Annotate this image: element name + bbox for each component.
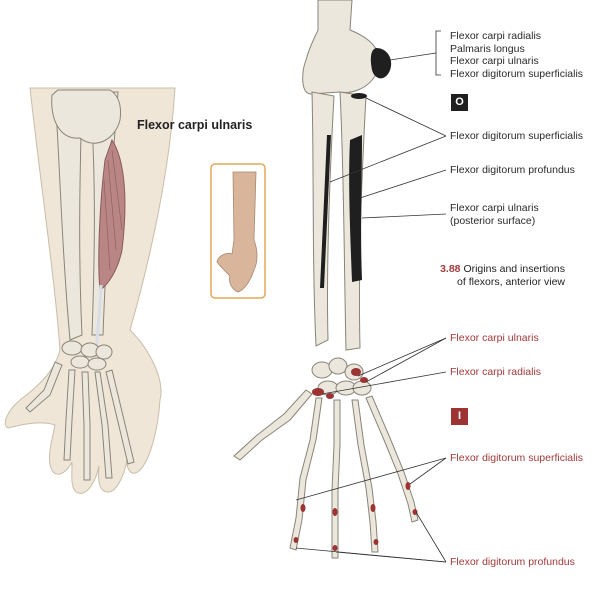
right-skeleton-illustration bbox=[233, 0, 419, 559]
flexor-carpi-ulnaris-muscle bbox=[98, 138, 126, 291]
origin-label-fds: Flexor digitorum superficialis bbox=[450, 67, 584, 80]
label-fcu-insertion: Flexor carpi ulnaris bbox=[450, 332, 539, 344]
left-forearm-illustration bbox=[4, 87, 176, 494]
fcu-tendon bbox=[94, 284, 103, 351]
left-finger-bones bbox=[25, 361, 135, 481]
label-fdp-insertion: Flexor digitorum profundus bbox=[450, 556, 575, 568]
fds-origin-marker-radius bbox=[320, 135, 331, 288]
carpal-insertion-markers bbox=[312, 368, 368, 399]
fcu-muscle-striations bbox=[103, 149, 123, 271]
label-fdp-origin: Flexor digitorum profundus bbox=[450, 164, 575, 176]
fds-origin-marker-ulna bbox=[351, 93, 367, 99]
insertion-badge: I bbox=[451, 408, 468, 425]
figure-number: 3.88 bbox=[440, 263, 461, 275]
left-elbow-joint bbox=[51, 89, 121, 144]
caption-line2: of flexors, anterior view bbox=[457, 275, 565, 288]
label-fcr-insertion: Flexor carpi radialis bbox=[450, 366, 542, 378]
leader-lines bbox=[295, 30, 447, 563]
hand-bones bbox=[233, 389, 419, 559]
label-fds-insertion: Flexor digitorum superficialis bbox=[450, 452, 584, 464]
thumbnail-inset bbox=[210, 163, 266, 299]
label-fcu-origin-line1: Flexor carpi ulnaris bbox=[450, 202, 539, 214]
label-fds-origin: Flexor digitorum superficialis bbox=[450, 130, 584, 142]
origin-label-fcr: Flexor carpi radialis bbox=[450, 30, 542, 42]
radius-bone bbox=[311, 91, 335, 347]
origin-label-fcu: Flexor carpi ulnaris bbox=[450, 55, 539, 67]
origin-badge: O bbox=[451, 94, 468, 111]
left-radius-bone bbox=[54, 91, 83, 341]
finger-insertion-markers bbox=[293, 482, 418, 551]
left-panel-title: Flexor carpi ulnaris bbox=[137, 118, 253, 132]
common-flexor-origin-marker bbox=[370, 48, 392, 79]
left-carpal-bones bbox=[61, 340, 113, 371]
humerus-bone bbox=[302, 0, 380, 95]
figure-caption: 3.88 Origins and insertions of flexors, … bbox=[425, 263, 565, 288]
origin-group-labels: Flexor carpi radialis Palmaris longus Fl… bbox=[450, 30, 583, 80]
label-fcu-origin: Flexor carpi ulnaris (posterior surface) bbox=[450, 202, 539, 227]
fdp-origin-marker bbox=[349, 135, 362, 282]
caption-line1: Origins and insertions bbox=[463, 263, 565, 275]
label-fcu-origin-line2: (posterior surface) bbox=[450, 214, 536, 227]
origin-label-palmaris: Palmaris longus bbox=[450, 42, 525, 55]
